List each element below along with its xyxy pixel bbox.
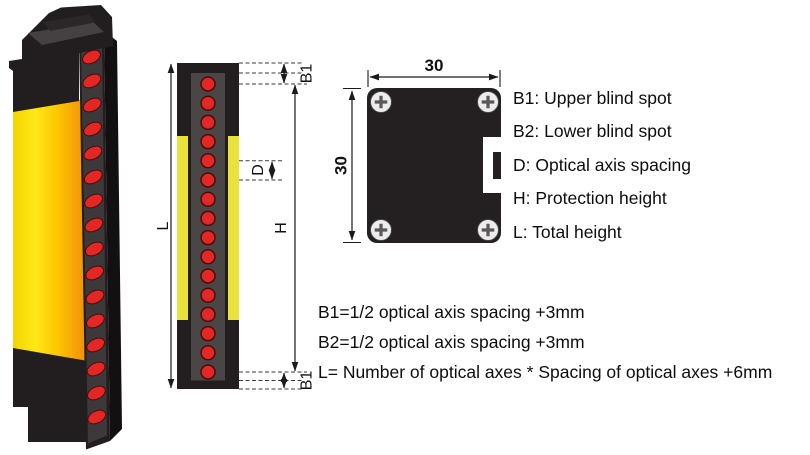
led-dot bbox=[87, 385, 106, 401]
beam-dot bbox=[200, 153, 216, 169]
screw-icon bbox=[370, 91, 392, 113]
device-yellow-body bbox=[13, 99, 87, 362]
led-dot bbox=[83, 169, 103, 185]
top-view-notch-tab bbox=[493, 152, 501, 179]
led-dot bbox=[85, 289, 105, 305]
dim-label-B1-top: B1 bbox=[299, 64, 316, 84]
beam-dot bbox=[200, 114, 216, 131]
legend-item-b1: B1: Upper blind spot bbox=[513, 88, 672, 108]
dim-label-D: D bbox=[250, 164, 267, 176]
led-dot bbox=[82, 49, 101, 65]
beam-dot bbox=[200, 249, 216, 265]
front-view-yellow-left bbox=[177, 136, 188, 320]
legend-item-d: D: Optical axis spacing bbox=[513, 154, 691, 175]
legend-item-b2: B2: Lower blind spot bbox=[513, 121, 672, 142]
beam-dot bbox=[200, 364, 216, 380]
beam-dot bbox=[200, 287, 216, 303]
dim-label-B1-bottom: B1 bbox=[299, 371, 316, 391]
legend-item-l: L: Total height bbox=[513, 221, 622, 242]
dim-label-L: L bbox=[155, 221, 172, 230]
led-dot bbox=[86, 361, 106, 377]
top-view-body bbox=[367, 88, 501, 243]
beam-dot bbox=[200, 229, 216, 246]
dim-label-height: 30 bbox=[332, 156, 351, 175]
led-dot bbox=[85, 265, 105, 281]
led-dot bbox=[83, 121, 102, 137]
led-dot bbox=[84, 217, 104, 233]
beam-dot bbox=[200, 306, 216, 323]
beam-dot bbox=[200, 76, 216, 92]
formula-b2: B2=1/2 optical axis spacing +3mm bbox=[318, 332, 585, 352]
device-led-column bbox=[82, 49, 107, 425]
led-dot bbox=[82, 97, 102, 113]
beam-dot bbox=[200, 191, 216, 207]
legend-item-h: H: Protection height bbox=[513, 188, 667, 209]
led-dot bbox=[82, 73, 102, 89]
top-view-diagram: 30 30 bbox=[332, 56, 501, 244]
dim-label-H: H bbox=[273, 222, 290, 234]
screw-icon bbox=[477, 219, 499, 241]
beam-dot bbox=[200, 268, 216, 284]
led-dot bbox=[87, 409, 107, 425]
device-top-step bbox=[43, 14, 95, 31]
screw-icon bbox=[370, 219, 392, 241]
dim-label-width: 30 bbox=[425, 56, 444, 75]
led-dot bbox=[84, 193, 103, 209]
beam-dot bbox=[200, 345, 216, 361]
legend: B1: Upper blind spot B2: Lower blind spo… bbox=[513, 82, 691, 249]
beam-dot bbox=[200, 210, 216, 227]
beam-dot bbox=[200, 95, 216, 111]
formula-l: L= Number of optical axes * Spacing of o… bbox=[318, 362, 773, 382]
front-view-beams bbox=[200, 76, 216, 380]
led-dot bbox=[83, 145, 103, 161]
led-dot bbox=[85, 313, 105, 329]
screw-icon bbox=[477, 91, 499, 113]
device-led-strip-side bbox=[104, 31, 122, 441]
formulas: B1=1/2 optical axis spacing +3mm B2=1/2 … bbox=[318, 297, 772, 387]
front-view-diagram: L H B1 D B1 bbox=[155, 62, 316, 391]
formula-b1: B1=1/2 optical axis spacing +3mm bbox=[318, 302, 585, 322]
device-top-face bbox=[28, 22, 104, 45]
led-dot bbox=[84, 241, 104, 257]
led-dot bbox=[86, 337, 106, 353]
front-view-yellow-right bbox=[228, 136, 239, 320]
beam-dot bbox=[200, 172, 216, 188]
device-3d-view bbox=[9, 5, 122, 450]
beam-dot bbox=[200, 133, 216, 150]
device-bottom-cap bbox=[13, 348, 88, 442]
beam-dot bbox=[200, 325, 216, 342]
